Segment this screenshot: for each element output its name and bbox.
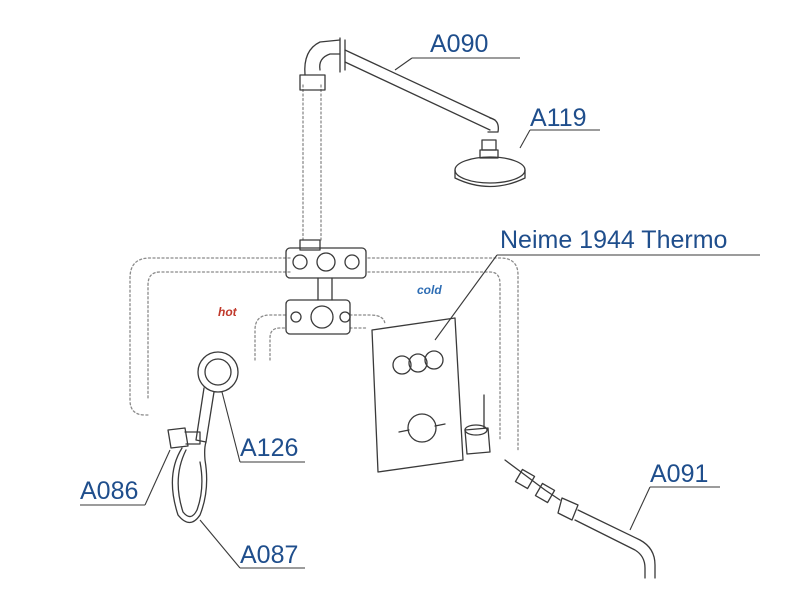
hot-tag: hot [218,305,237,319]
concealed-pipework [129,84,519,451]
label-model: Neime 1944 Thermo [500,226,728,254]
hand-shower-a126 [195,351,239,443]
label-a087: A087 [240,541,299,569]
label-a091: A091 [650,460,709,488]
wall-outlet-a086 [167,427,201,449]
leader-lines [80,57,760,569]
label-a090: A090 [430,30,489,58]
hose-a087 [171,441,208,524]
shower-head-a119 [454,139,526,188]
mixing-valve-body [285,239,367,335]
label-a119: A119 [530,104,587,132]
bath-spout-a091 [504,459,656,579]
diverter-knob [464,394,491,455]
label-a126: A126 [240,434,299,462]
shower-arm-a090 [299,37,499,133]
label-a086: A086 [80,477,139,505]
cold-tag: cold [417,283,442,297]
trim-plate [371,317,464,473]
